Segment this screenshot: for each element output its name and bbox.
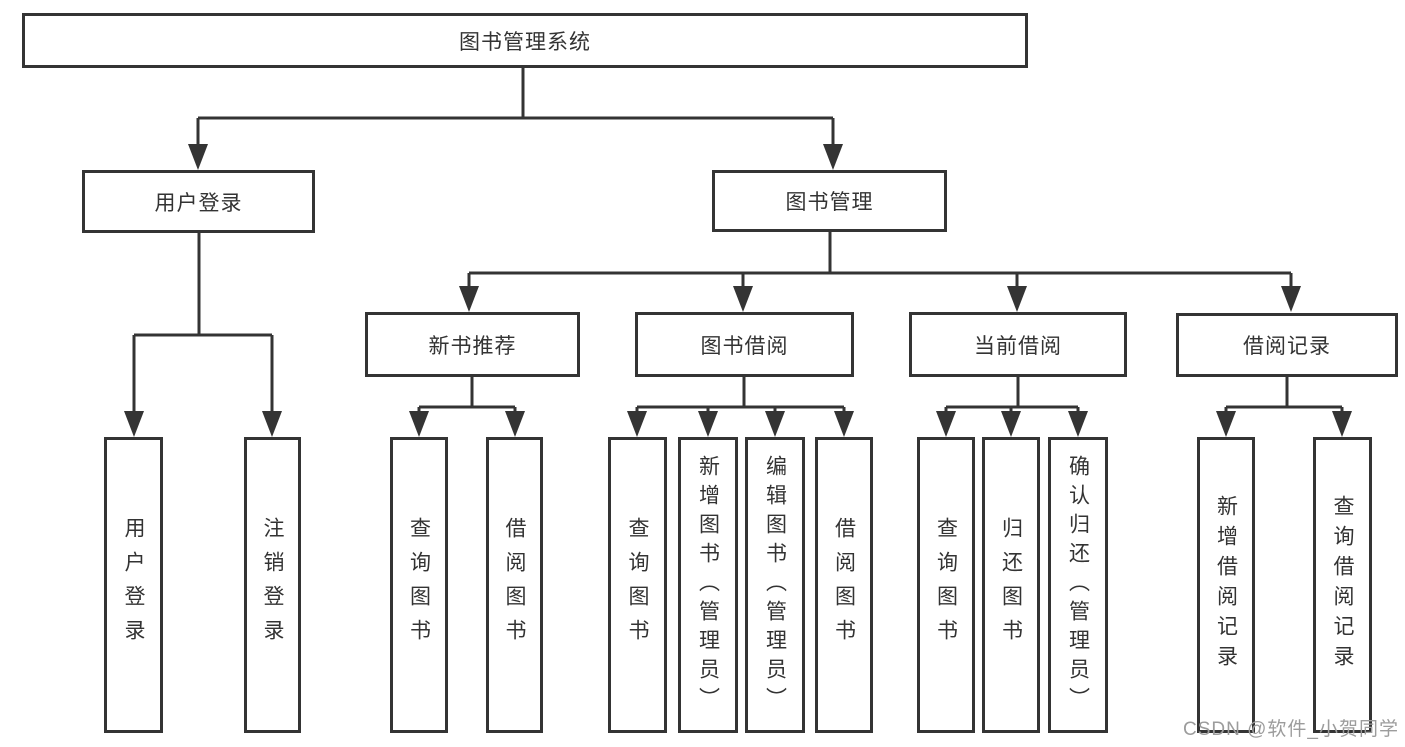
leaf-cb-query-books: 查询图书 bbox=[917, 437, 975, 733]
leaf-logout-label: 注销登录 bbox=[261, 517, 284, 653]
arrowhead bbox=[1216, 411, 1236, 437]
arrowhead bbox=[698, 411, 718, 437]
edge-bookmgmt-trunk bbox=[467, 232, 1293, 288]
leaf-bb-query-books-label: 查询图书 bbox=[626, 517, 649, 653]
leaf-rec-query-books: 查询图书 bbox=[390, 437, 448, 733]
node-new-book-recommend: 新书推荐 bbox=[365, 312, 580, 377]
leaf-logout: 注销登录 bbox=[244, 437, 301, 733]
arrowhead bbox=[409, 411, 429, 437]
leaf-user-login: 用户登录 bbox=[104, 437, 163, 733]
leaf-bb-edit-books: 编辑图书（管理员） bbox=[745, 437, 805, 733]
watermark-text: CSDN @软件_小贺同学 bbox=[1183, 719, 1399, 740]
edge-userlogin-trunk bbox=[132, 233, 274, 413]
arrowhead bbox=[459, 286, 479, 312]
leaf-cb-confirm-return-label: 确认归还（管理员） bbox=[1066, 454, 1090, 716]
leaf-cb-return-books: 归还图书 bbox=[982, 437, 1040, 733]
arrowhead bbox=[1001, 411, 1021, 437]
leaf-bb-query-books: 查询图书 bbox=[608, 437, 667, 733]
node-new-book-recommend-label: 新书推荐 bbox=[428, 334, 517, 358]
edge-bookborrow-trunk bbox=[635, 377, 846, 413]
leaf-rec-query-books-label: 查询图书 bbox=[407, 517, 431, 653]
leaf-cb-return-books-label: 归还图书 bbox=[999, 517, 1023, 653]
node-borrow-records: 借阅记录 bbox=[1176, 313, 1398, 377]
leaf-bb-add-books-label: 新增图书（管理员） bbox=[696, 454, 720, 716]
node-user-login-label: 用户登录 bbox=[154, 191, 243, 215]
arrowhead bbox=[627, 411, 647, 437]
leaf-bb-borrow-books-label: 借阅图书 bbox=[832, 517, 856, 653]
leaf-cb-query-books-label: 查询图书 bbox=[934, 517, 958, 653]
arrowhead bbox=[834, 411, 854, 437]
leaf-bb-edit-books-label: 编辑图书（管理员） bbox=[763, 454, 787, 716]
node-book-management-label: 图书管理 bbox=[785, 191, 874, 214]
edge-newbookrec-trunk bbox=[417, 377, 517, 413]
arrowhead bbox=[262, 411, 282, 437]
leaf-rec-borrow-books: 借阅图书 bbox=[486, 437, 543, 733]
node-borrow-records-label: 借阅记录 bbox=[1243, 335, 1331, 358]
leaf-br-query-record: 查询借阅记录 bbox=[1313, 437, 1372, 733]
node-current-borrow: 当前借阅 bbox=[909, 312, 1127, 377]
leaf-br-add-record: 新增借阅记录 bbox=[1197, 437, 1255, 733]
arrowhead bbox=[733, 286, 753, 312]
arrowhead bbox=[124, 411, 144, 437]
edge-root-trunk bbox=[196, 68, 835, 146]
arrowhead bbox=[1332, 411, 1352, 437]
leaf-user-login-label: 用户登录 bbox=[122, 517, 145, 653]
arrowhead bbox=[936, 411, 956, 437]
node-root: 图书管理系统 bbox=[22, 13, 1028, 68]
node-book-borrow: 图书借阅 bbox=[635, 312, 854, 377]
arrowhead bbox=[188, 144, 208, 170]
node-current-borrow-label: 当前借阅 bbox=[974, 334, 1062, 358]
arrowhead bbox=[1068, 411, 1088, 437]
arrowhead bbox=[823, 144, 843, 170]
arrowhead bbox=[505, 411, 525, 437]
leaf-br-add-record-label: 新增借阅记录 bbox=[1214, 495, 1238, 675]
leaf-br-query-record-label: 查询借阅记录 bbox=[1331, 495, 1354, 675]
leaf-cb-confirm-return: 确认归还（管理员） bbox=[1048, 437, 1108, 733]
arrowhead bbox=[1281, 286, 1301, 312]
node-user-login: 用户登录 bbox=[82, 170, 315, 233]
leaf-bb-borrow-books: 借阅图书 bbox=[815, 437, 873, 733]
node-book-management: 图书管理 bbox=[712, 170, 947, 232]
arrowhead bbox=[1007, 286, 1027, 312]
node-book-borrow-label: 图书借阅 bbox=[700, 334, 789, 358]
arrowhead bbox=[765, 411, 785, 437]
node-root-label: 图书管理系统 bbox=[459, 30, 591, 54]
leaf-bb-add-books: 新增图书（管理员） bbox=[678, 437, 738, 733]
edge-borrowrecords-trunk bbox=[1224, 377, 1344, 413]
leaf-rec-borrow-books-label: 借阅图书 bbox=[503, 517, 526, 653]
edge-currentborrow-trunk bbox=[944, 377, 1080, 413]
